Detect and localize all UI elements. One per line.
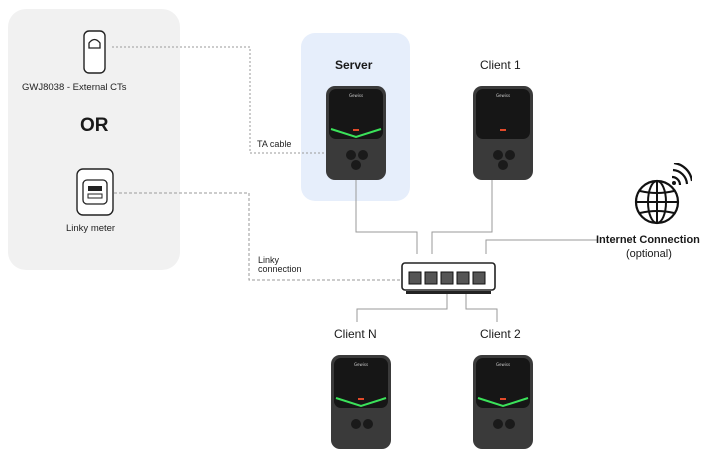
charger-brand-text: Gewiss xyxy=(354,362,368,367)
client1-title: Client 1 xyxy=(480,58,521,72)
client1-charger-icon: Gewiss xyxy=(473,86,533,180)
charger-brand-text: Gewiss xyxy=(349,93,363,98)
server-switch-line xyxy=(355,180,418,254)
charger-brand-text: Gewiss xyxy=(496,93,510,98)
internet-subtitle: (optional) xyxy=(626,248,672,260)
meter-label: Linky meter xyxy=(66,223,116,234)
clientN-title: Client N xyxy=(334,327,377,341)
switch-port xyxy=(456,271,470,285)
ct-label: GWJ8038 - External CTs xyxy=(22,82,127,93)
globe-wifi-icon xyxy=(634,163,692,225)
client2-charger-icon: Gewiss xyxy=(473,355,533,449)
charger-brand-text: Gewiss xyxy=(496,362,510,367)
ct-clamp-icon xyxy=(83,30,106,74)
server-charger-icon: Gewiss xyxy=(326,86,386,180)
linky-cable-line xyxy=(114,192,402,281)
linky-meter-icon xyxy=(76,168,114,216)
switch-port xyxy=(408,271,422,285)
switch-port xyxy=(472,271,486,285)
switch-port xyxy=(424,271,438,285)
linky-connection-label-line1: Linky xyxy=(258,255,280,265)
linky-connection-label-line2: connection xyxy=(258,264,302,274)
internet-title: Internet Connection xyxy=(596,234,700,246)
client1-switch-line xyxy=(431,180,493,254)
server-title: Server xyxy=(335,58,373,72)
switch-ports xyxy=(408,271,486,285)
ta-cable-line xyxy=(112,46,326,154)
client2-title: Client 2 xyxy=(480,327,521,341)
switch2-line xyxy=(465,292,498,322)
ta-cable-label: TA cable xyxy=(257,139,292,149)
switchN-line xyxy=(356,292,448,322)
network-switch-icon xyxy=(401,262,496,294)
internet-switch-line xyxy=(485,239,597,254)
clientN-charger-icon: Gewiss xyxy=(331,355,391,449)
or-label: OR xyxy=(80,115,109,136)
switch-port xyxy=(440,271,454,285)
